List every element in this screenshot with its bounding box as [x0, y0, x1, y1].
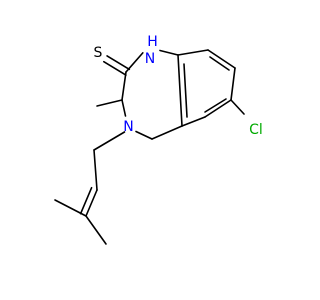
bond-n1-c9a [159, 49, 179, 56]
bond-c7-cl [230, 99, 245, 115]
bond-c-methyl-down [85, 215, 107, 245]
atom-chlorine-label: Cl [249, 122, 263, 138]
bond-c2-c3 [121, 71, 127, 101]
bond-c6-c5a [181, 116, 206, 127]
bond-c-methyl-left [54, 199, 87, 217]
bond-c2-n1 [125, 52, 144, 73]
bond-c7-c6-inner [204, 98, 227, 113]
atom-nh-h-label: H [147, 34, 158, 50]
bond-c9-c8 [207, 49, 236, 69]
bond-c7-c6 [204, 99, 232, 118]
bonds [54, 49, 245, 245]
atom-n1-label: N [145, 51, 155, 67]
bond-ch-c-b [79, 186, 93, 215]
bond-ch2-ch [93, 149, 98, 191]
bond-c2-s-a [106, 55, 131, 71]
bond-c3-methyl [96, 99, 123, 107]
bond-c9a-c9 [177, 49, 209, 56]
atom-n4-label: N [123, 119, 133, 135]
bond-n4-c5 [135, 130, 153, 140]
bond-c8-c7 [230, 67, 236, 101]
atom-labels: S H N N Cl [94, 34, 263, 138]
bond-c2-s-b [103, 60, 127, 76]
bond-c5a-c9a [177, 54, 183, 127]
molecule-structure: S H N N Cl [54, 34, 263, 245]
bond-c9-c8-inner [209, 56, 230, 71]
bond-n4-ch2 [93, 131, 126, 151]
bond-c3-n4 [121, 99, 127, 117]
atom-sulfur-label: S [94, 45, 103, 61]
bond-c5-c5a [151, 125, 183, 140]
bond-c5a-c9a-inner [183, 63, 188, 118]
bond-ch-c-a [85, 189, 98, 217]
